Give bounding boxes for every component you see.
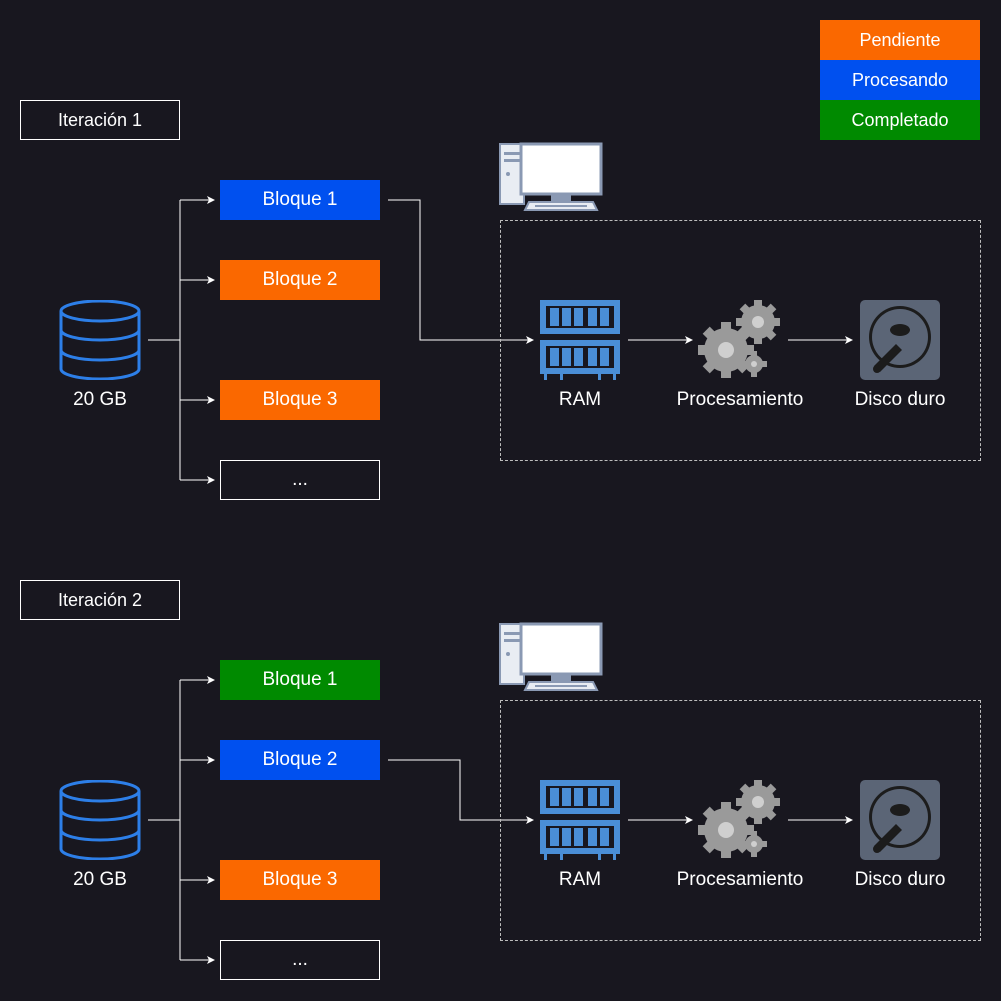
iteration-1-fanout [148,196,215,484]
computer-icon [499,622,603,691]
ram-label: RAM [558,869,602,890]
computer-frame [500,220,981,461]
block-1: Bloque 1 [220,180,380,220]
block-3: Bloque 3 [220,380,380,420]
database-icon [59,300,141,380]
gears-icon [698,300,780,378]
hard-disk-icon [860,300,940,380]
block-more: ... [220,940,380,980]
ram-label: RAM [558,389,602,410]
iteration-2-flow [388,759,853,824]
database-icon [59,780,141,860]
computer-icon [499,142,603,211]
block-2: Bloque 2 [220,740,380,780]
hard-disk-icon [860,780,940,860]
ram-icon [540,780,620,860]
iteration-1-label: Iteración 1 [20,100,180,140]
processing-label: Procesamiento [676,389,804,410]
block-1: Bloque 1 [220,660,380,700]
ram-icon [540,300,620,380]
legend-processing: Procesando [820,60,980,100]
iteration-1-flow [388,199,853,344]
block-3: Bloque 3 [220,860,380,900]
dataset-size-label: 20 GB [73,869,127,890]
iteration-2-label: Iteración 2 [20,580,180,620]
computer-frame [500,700,981,941]
processing-label: Procesamiento [676,869,804,890]
hard-disk-label: Disco duro [854,389,946,410]
legend-pending: Pendiente [820,20,980,60]
iteration-2-fanout [148,676,215,964]
block-more: ... [220,460,380,500]
block-2: Bloque 2 [220,260,380,300]
legend-completed: Completado [820,100,980,140]
gears-icon [698,780,780,858]
dataset-size-label: 20 GB [73,389,127,410]
hard-disk-label: Disco duro [854,869,946,890]
